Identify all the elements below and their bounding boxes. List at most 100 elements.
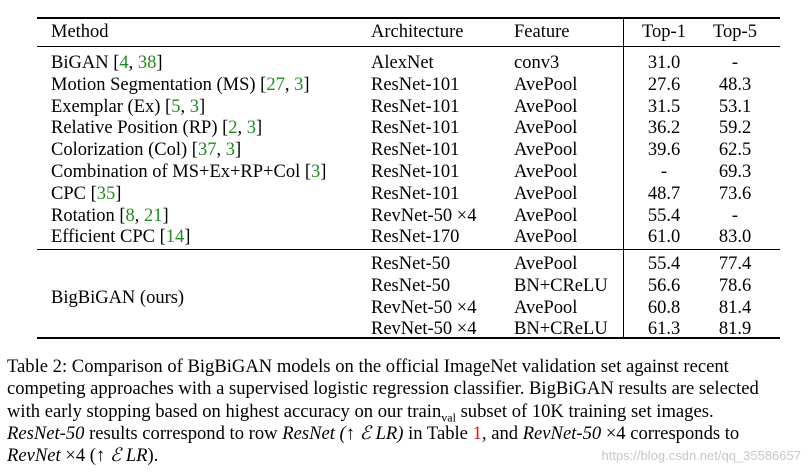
ours-method-label: BigBiGAN (ours): [51, 288, 185, 308]
architecture-cell: ResNet-50: [371, 254, 451, 274]
caption-italic: RevNet: [7, 445, 61, 467]
caption-text: in Table: [403, 422, 473, 444]
caption-text: ).: [147, 445, 159, 467]
top1-cell: 31.0: [647, 53, 681, 73]
citation-link[interactable]: 3: [189, 96, 199, 117]
top5-cell: 53.1: [718, 96, 752, 117]
top5-cell: 48.3: [718, 74, 752, 95]
citation-link[interactable]: 4: [119, 53, 129, 73]
header-feature: Feature: [514, 22, 570, 42]
watermark: https://blog.csdn.net/qq_35586657: [601, 448, 802, 463]
architecture-cell: RevNet-50 ×4: [371, 205, 477, 226]
citation-link[interactable]: 21: [144, 205, 163, 226]
citation-link[interactable]: 3: [246, 118, 257, 139]
architecture-cell: RevNet-50 ×4: [371, 319, 477, 340]
feature-cell: AvePool: [514, 183, 578, 204]
architecture-cell: RevNet-50 ×4: [371, 297, 477, 318]
feature-cell: AvePool: [514, 118, 578, 139]
top5-cell: 59.2: [718, 118, 752, 139]
feature-cell: AvePool: [514, 140, 578, 161]
caption-italic: ResNet-50: [7, 422, 85, 444]
method-cell: Relative Position (RP) [2, 3]: [51, 118, 263, 139]
citation-link[interactable]: 3: [311, 162, 321, 182]
method-name: Exemplar (Ex): [51, 96, 161, 117]
method-name: Colorization (Col): [51, 140, 188, 161]
citation-link[interactable]: 5: [171, 96, 181, 117]
feature-cell: BN+CReLU: [514, 275, 608, 296]
caption-text: ×4 (: [60, 445, 96, 467]
caption-text: , and: [481, 422, 523, 444]
top5-cell: 69.3: [718, 162, 752, 182]
table-row: Motion Segmentation (MS) [27, 3] ResNet-1…: [37, 74, 780, 96]
citation-link[interactable]: 37: [197, 140, 217, 161]
top5-cell: -: [731, 205, 739, 226]
method-name: CPC: [51, 183, 86, 204]
table-mid-rule: [37, 249, 780, 250]
feature-cell: AvePool: [514, 162, 578, 182]
method-name: Motion Segmentation (MS): [51, 74, 256, 95]
top5-cell: 81.4: [718, 297, 752, 318]
table-header-row: Method Architecture Feature Top-1 Top-5: [37, 21, 780, 43]
citation-link[interactable]: 14: [165, 227, 185, 248]
method-cell: CPC [35]: [51, 183, 122, 204]
top5-cell: 81.9: [718, 319, 752, 340]
table-column-divider: [623, 17, 625, 337]
ours-label-row: BigBiGAN (ours): [37, 287, 780, 309]
citation-link[interactable]: 35: [96, 183, 116, 204]
architecture-cell: AlexNet: [371, 53, 434, 73]
citation-link[interactable]: 3: [225, 140, 235, 161]
caption-line-2: competing approaches with a supervised l…: [7, 378, 759, 400]
citation-link[interactable]: 3: [294, 74, 304, 95]
top5-cell: 83.0: [718, 227, 752, 248]
method-name: BiGAN: [51, 53, 109, 73]
header-method: Method: [51, 22, 109, 42]
feature-cell: AvePool: [514, 205, 578, 226]
method-cell: Efficient CPC [14]: [51, 227, 191, 248]
caption-text: results correspond to row: [84, 422, 283, 444]
table-top-rule: [37, 17, 780, 19]
top1-cell: 61.0: [647, 227, 681, 248]
method-cell: Motion Segmentation (MS) [27, 3]: [51, 74, 310, 95]
caption-line-3: with early stopping based on highest acc…: [7, 400, 804, 425]
caption-subscript: val: [441, 410, 456, 425]
architecture-cell: ResNet-101: [371, 74, 460, 95]
caption-text: with early stopping based on highest acc…: [7, 400, 442, 422]
citation-link[interactable]: 8: [125, 205, 135, 226]
architecture-cell: ResNet-101: [371, 183, 460, 204]
architecture-cell: ResNet-101: [371, 140, 460, 161]
feature-cell: AvePool: [514, 254, 578, 274]
method-name: Relative Position (RP): [51, 118, 218, 139]
top1-cell: 56.6: [647, 275, 681, 296]
citation-link[interactable]: 2: [228, 118, 238, 139]
architecture-cell: ResNet-101: [371, 162, 460, 182]
feature-cell: AvePool: [514, 96, 578, 117]
top1-cell: 39.6: [647, 140, 681, 161]
top1-cell: 36.2: [647, 118, 681, 139]
top1-cell: -: [660, 162, 668, 182]
top1-cell: 61.3: [647, 319, 681, 340]
feature-cell: conv3: [514, 53, 560, 73]
top1-cell: 48.7: [647, 183, 681, 204]
caption-line-4: ResNet-50 results correspond to row ResN…: [7, 423, 804, 445]
caption-italic: ↑ ℰ LR: [95, 445, 148, 467]
citation-link[interactable]: 38: [137, 53, 157, 73]
citation-link[interactable]: 27: [266, 74, 285, 95]
method-cell: Exemplar (Ex) [5, 3]: [51, 96, 206, 117]
table-reference-link[interactable]: 1: [472, 422, 482, 444]
architecture-cell: ResNet-50: [371, 275, 451, 296]
method-name: Combination of MS+Ex+RP+Col: [51, 162, 301, 182]
header-top5: Top-5: [713, 22, 757, 42]
top5-cell: -: [731, 53, 739, 73]
feature-cell: AvePool: [514, 227, 578, 248]
header-top1: Top-1: [642, 22, 686, 42]
